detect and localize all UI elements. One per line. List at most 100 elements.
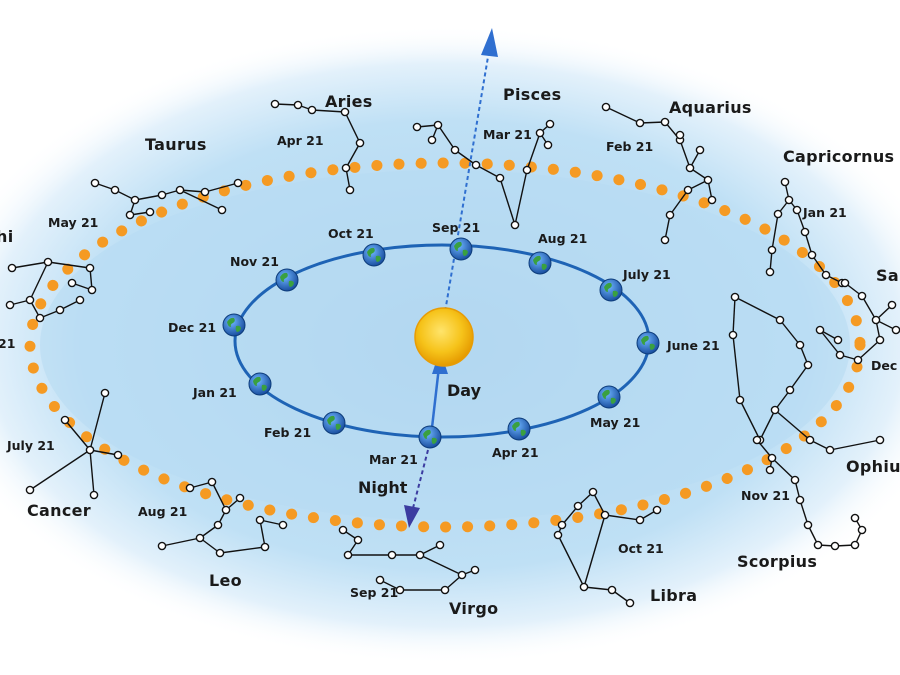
star (89, 490, 99, 500)
constellation-line (419, 554, 463, 576)
constellation-pisces (412, 119, 555, 230)
constellation-line (583, 514, 606, 588)
constellation-line (669, 189, 689, 216)
constellation-names: Aries Pisces Aquarius Capricornus Sa Oph… (0, 85, 900, 618)
star (601, 102, 611, 112)
star (90, 178, 100, 188)
star (850, 540, 860, 550)
star (427, 135, 437, 145)
constellation-line (734, 296, 781, 321)
star (145, 207, 155, 217)
earth-label-mar: Mar 21 (369, 452, 418, 467)
star (767, 453, 777, 463)
star (85, 445, 95, 455)
constellation-virgo (338, 525, 480, 595)
constellation-line (861, 295, 877, 321)
earth-label-sep: Sep 21 (432, 220, 480, 235)
constellation-line (211, 481, 227, 511)
star (270, 99, 280, 109)
star (780, 177, 790, 187)
earth-label-aug: Aug 21 (538, 231, 587, 246)
sagittarius-name: Sa (876, 266, 899, 285)
star (767, 245, 777, 255)
constellation-line (779, 319, 801, 346)
scorpius-name: Scorpius (737, 552, 817, 571)
aquarius-name: Aquarius (669, 98, 752, 117)
earth-label-oct: Oct 21 (328, 226, 374, 241)
earth-label-jan: Jan 21 (192, 385, 237, 400)
star (130, 195, 140, 205)
star (600, 510, 610, 520)
star (157, 541, 167, 551)
constellation-line (604, 514, 641, 521)
star (683, 185, 693, 195)
star (510, 220, 520, 230)
star (343, 550, 353, 560)
leo-name: Leo (209, 571, 242, 590)
star (707, 195, 717, 205)
star (795, 495, 805, 505)
constellation-line (454, 149, 477, 166)
constellation-line (47, 261, 91, 269)
constellation-line (819, 329, 841, 356)
pisces-name: Pisces (503, 85, 561, 104)
star (830, 541, 840, 551)
star (665, 210, 675, 220)
star (770, 405, 780, 415)
star (557, 520, 567, 530)
star (415, 550, 425, 560)
star (195, 533, 205, 543)
star (307, 105, 317, 115)
star (535, 128, 545, 138)
constellation-line (583, 586, 613, 591)
cancer-name: Cancer (27, 501, 91, 520)
constellation-line (592, 491, 606, 516)
star (773, 209, 783, 219)
star (765, 267, 775, 277)
earth-label-july: July 21 (622, 267, 671, 282)
constellation-cancer (25, 388, 123, 500)
star (875, 435, 885, 445)
constellation-line (345, 142, 361, 169)
star (207, 477, 217, 487)
star (435, 540, 445, 550)
star (450, 145, 460, 155)
constellation-line (732, 334, 741, 401)
constellation-line (499, 177, 516, 226)
scorpius-date: Nov 21 (741, 488, 790, 503)
earth-icon (636, 331, 660, 355)
constellation-line (605, 106, 641, 124)
constellation-line (89, 392, 106, 451)
star (471, 160, 481, 170)
star (278, 520, 288, 530)
constellation-line (204, 182, 239, 193)
earth-icon (248, 372, 272, 396)
ophiuchus-name: Ophiu (846, 457, 900, 476)
constellation-line (771, 457, 796, 481)
earth-label-dec: Dec 21 (168, 320, 216, 335)
star (695, 145, 705, 155)
pisces-date: Mar 21 (483, 127, 532, 142)
star (5, 300, 15, 310)
constellation-line (161, 537, 201, 547)
constellation-line (311, 109, 346, 113)
earth-icon (322, 411, 346, 435)
constellation-gemini (5, 257, 97, 323)
star (255, 515, 265, 525)
star (660, 117, 670, 127)
constellation-line (219, 546, 266, 554)
constellation-dates: Apr 21 Mar 21 Feb 21 Jan 21 Dec Nov 21 O… (0, 127, 897, 600)
star (652, 505, 662, 515)
star (345, 185, 355, 195)
star (293, 100, 303, 110)
star (840, 278, 850, 288)
earth-icon (222, 313, 246, 337)
star (825, 445, 835, 455)
constellation-line (829, 439, 881, 451)
capricornus-name: Capricornus (783, 147, 894, 166)
earth-icon (275, 268, 299, 292)
star (728, 330, 738, 340)
star (157, 190, 167, 200)
star (25, 485, 35, 495)
